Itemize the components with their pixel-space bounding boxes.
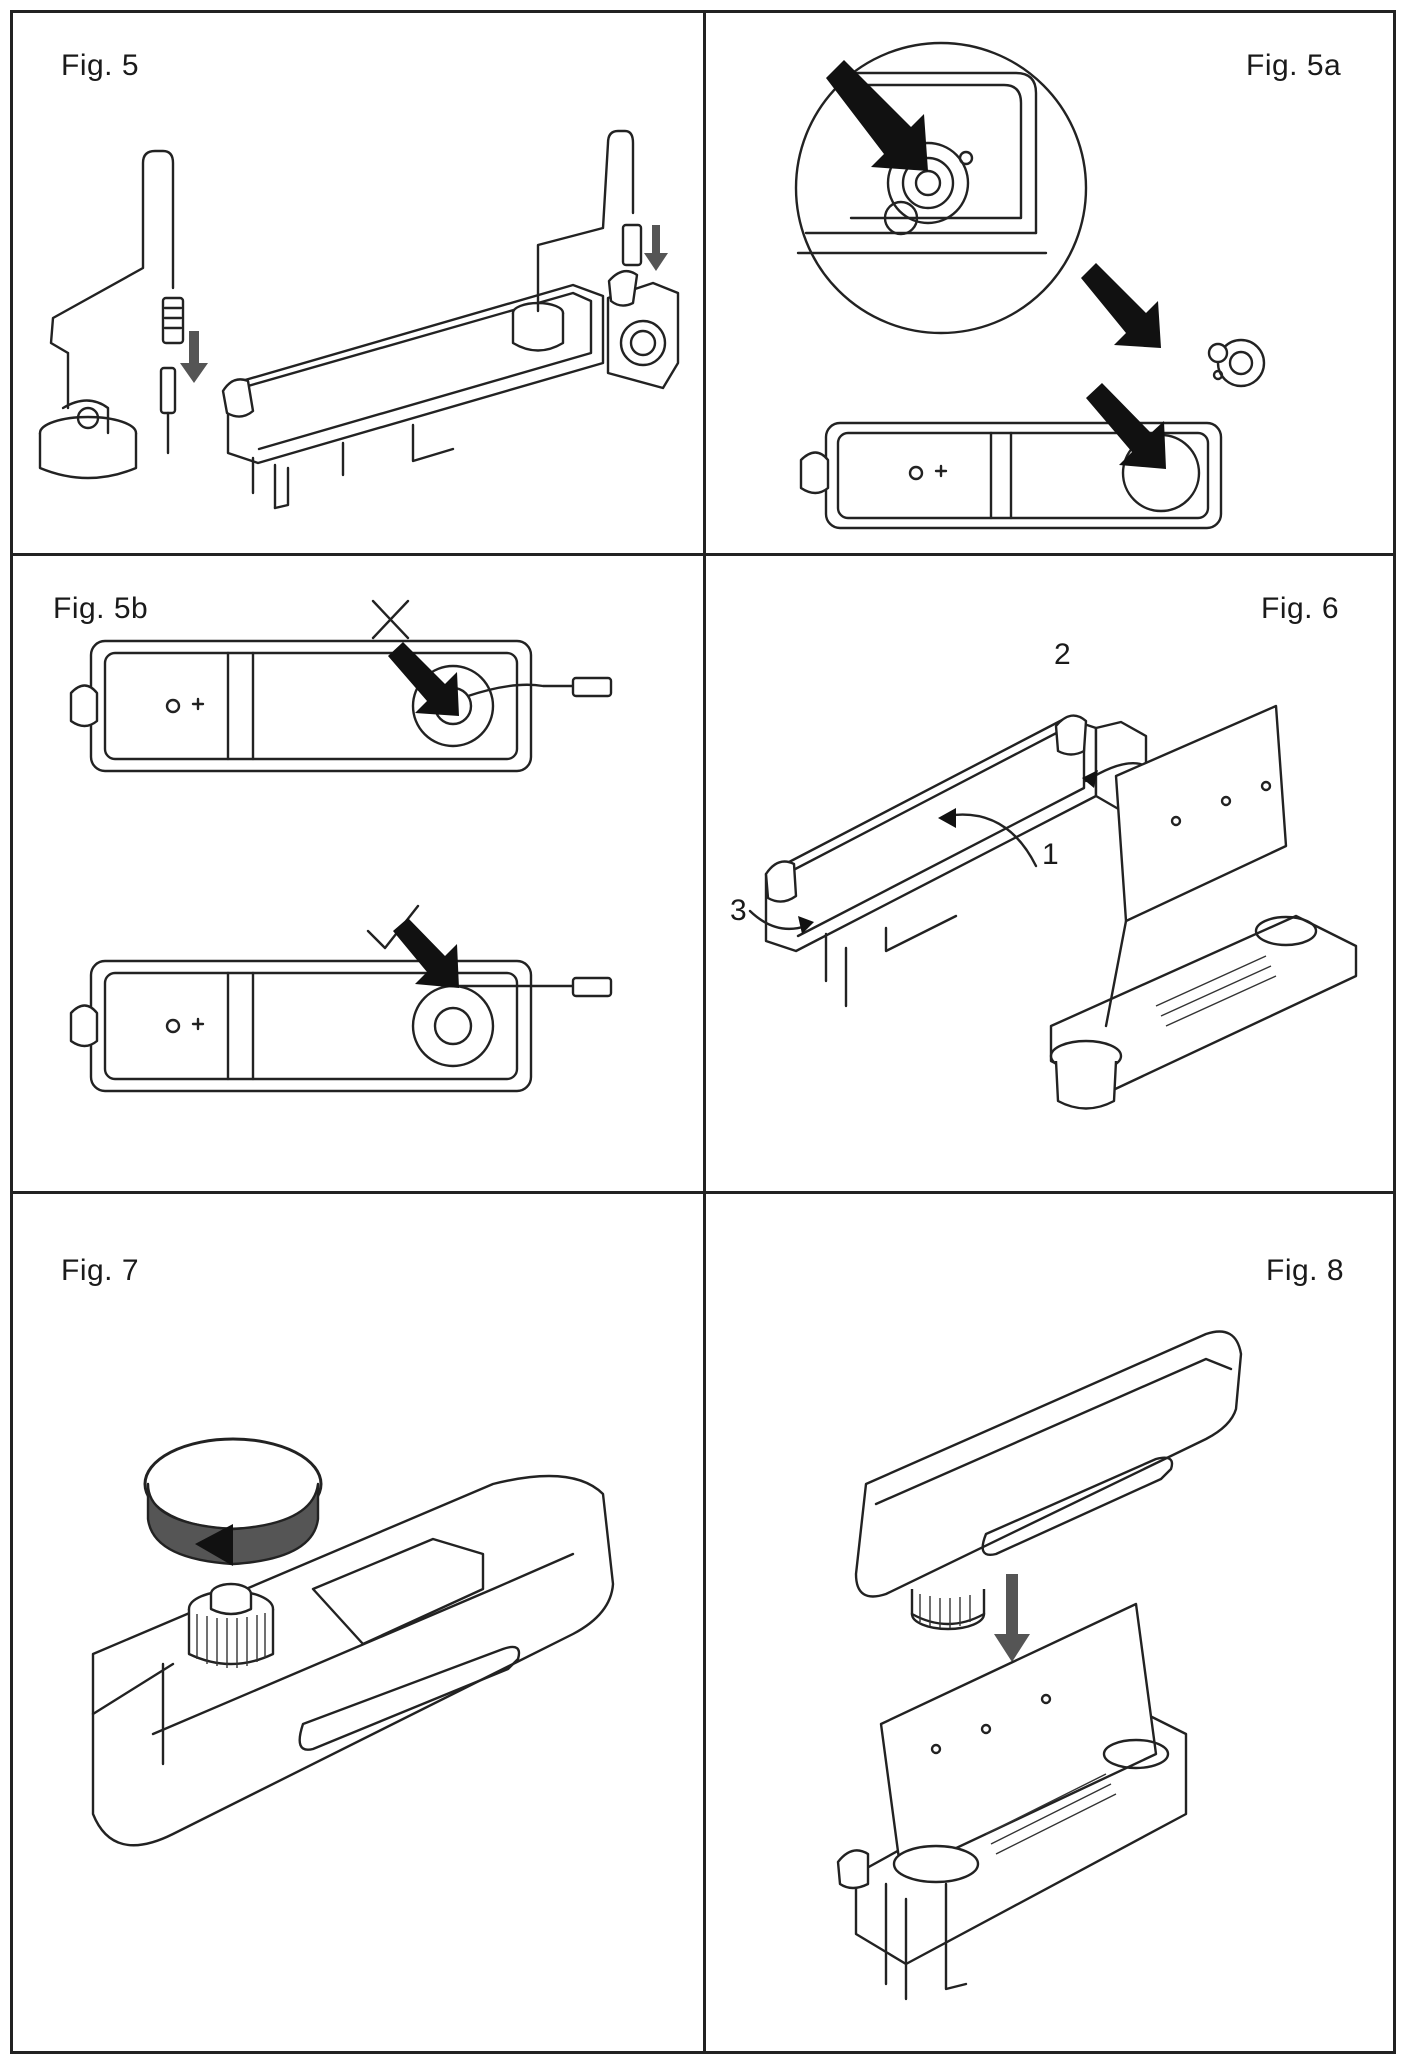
- figure-label: Fig. 6: [1261, 592, 1340, 625]
- rotate-arrow-icon: [143, 1437, 323, 1566]
- step-number-3: 3: [730, 894, 747, 927]
- figure-label: Fig. 5b: [53, 592, 149, 625]
- column-divider: [703, 13, 706, 2051]
- fig7-illustration: [91, 1437, 615, 1847]
- panel-fig6: Fig. 6 2 1 3: [706, 556, 1396, 1191]
- panel-fig5b: Fig. 5b: [13, 556, 703, 1191]
- row-divider-1: [13, 553, 1393, 556]
- figure-label: Fig. 5: [61, 49, 140, 82]
- panel-fig7: Fig. 7: [13, 1194, 703, 2051]
- panel-fig5a: Fig. 5a: [706, 13, 1396, 553]
- step-number-1: 1: [1042, 838, 1059, 871]
- manual-page: Fig. 5: [10, 10, 1396, 2054]
- fig5-illustration: [38, 129, 680, 510]
- cross-icon: [371, 599, 410, 640]
- panel-fig8: Fig. 8: [706, 1194, 1396, 2051]
- step-number-2: 2: [1054, 638, 1071, 671]
- figure-label: Fig. 7: [61, 1254, 140, 1287]
- fig5a-illustration: [794, 41, 1266, 530]
- panel-fig5: Fig. 5: [13, 13, 703, 553]
- fig5b-illustration: [69, 599, 613, 1093]
- fig6-illustration: [748, 704, 1358, 1110]
- row-divider-2: [13, 1191, 1393, 1194]
- figure-label: Fig. 8: [1266, 1254, 1345, 1287]
- figure-label: Fig. 5a: [1246, 49, 1342, 82]
- fig8-illustration: [836, 1330, 1243, 2001]
